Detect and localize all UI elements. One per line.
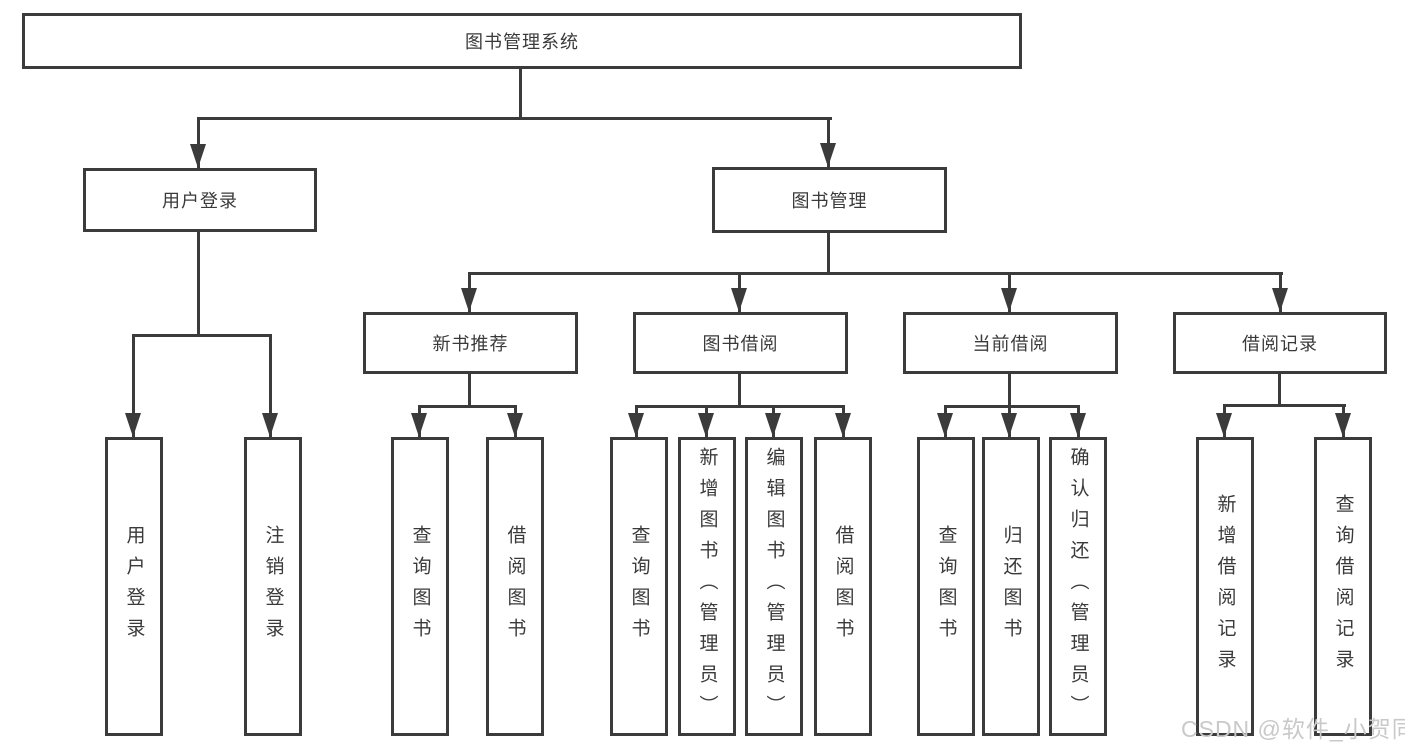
connector-line <box>269 334 272 437</box>
connector-line <box>1223 404 1346 407</box>
arrowhead <box>731 288 747 312</box>
node-user-login: 用户登录 <box>83 168 317 232</box>
connector-line <box>132 334 272 337</box>
connector-line <box>827 117 830 167</box>
leaf-bb-add-books-admin: 新增图书（管理员） <box>678 437 736 736</box>
arrowhead <box>937 413 953 437</box>
connector-line <box>468 374 471 408</box>
connector-line <box>197 232 200 337</box>
arrowhead <box>820 143 836 167</box>
node-root: 图书管理系统 <box>22 13 1022 69</box>
arrowhead <box>125 413 141 437</box>
leaf-bb-edit-books-admin: 编辑图书（管理员） <box>745 437 803 736</box>
connector-line <box>468 272 1283 275</box>
connector-line <box>635 405 845 408</box>
arrowhead <box>698 413 714 437</box>
watermark: CSDN @软件_小贺同学 <box>1181 716 1405 742</box>
arrowhead <box>461 288 477 312</box>
connector-line <box>197 117 832 120</box>
arrowhead <box>190 144 206 168</box>
arrowhead <box>1335 413 1351 437</box>
leaf-cb-return-books: 归还图书 <box>982 437 1040 736</box>
arrowhead <box>1001 288 1017 312</box>
node-current-borrowing: 当前借阅 <box>903 312 1118 374</box>
arrowhead <box>765 413 781 437</box>
leaf-nb-borrow-books: 借阅图书 <box>486 437 544 736</box>
connector-line <box>1008 374 1011 408</box>
leaf-cb-confirm-return-admin: 确认归还（管理员） <box>1049 437 1107 736</box>
leaf-user-login: 用户登录 <box>105 437 163 736</box>
arrowhead <box>262 413 278 437</box>
arrowhead <box>1001 413 1017 437</box>
arrowhead <box>1272 288 1288 312</box>
arrowhead <box>835 413 851 437</box>
connector-line <box>418 405 517 408</box>
leaf-nb-query-books: 查询图书 <box>391 437 449 736</box>
leaf-cb-query-books: 查询图书 <box>917 437 975 736</box>
arrowhead <box>507 413 523 437</box>
arrowhead <box>628 413 644 437</box>
connector-line <box>519 66 522 120</box>
leaf-br-add-record: 新增借阅记录 <box>1196 437 1254 736</box>
connector-line <box>197 117 200 168</box>
connector-line <box>827 233 830 275</box>
arrowhead <box>1070 413 1086 437</box>
connector-line <box>738 374 741 408</box>
leaf-bb-query-books: 查询图书 <box>610 437 668 736</box>
leaf-bb-borrow-books: 借阅图书 <box>814 437 872 736</box>
node-new-book-recommend: 新书推荐 <box>363 312 578 374</box>
arrowhead <box>1216 413 1232 437</box>
leaf-br-query-record: 查询借阅记录 <box>1314 437 1372 736</box>
node-borrowing-records: 借阅记录 <box>1173 312 1387 374</box>
connector-line <box>944 405 1080 408</box>
node-book-management: 图书管理 <box>712 167 947 233</box>
node-book-borrowing: 图书借阅 <box>633 312 848 374</box>
connector-line <box>132 334 135 437</box>
arrowhead <box>411 413 427 437</box>
leaf-logout: 注销登录 <box>244 437 302 736</box>
connector-line <box>1278 374 1281 407</box>
